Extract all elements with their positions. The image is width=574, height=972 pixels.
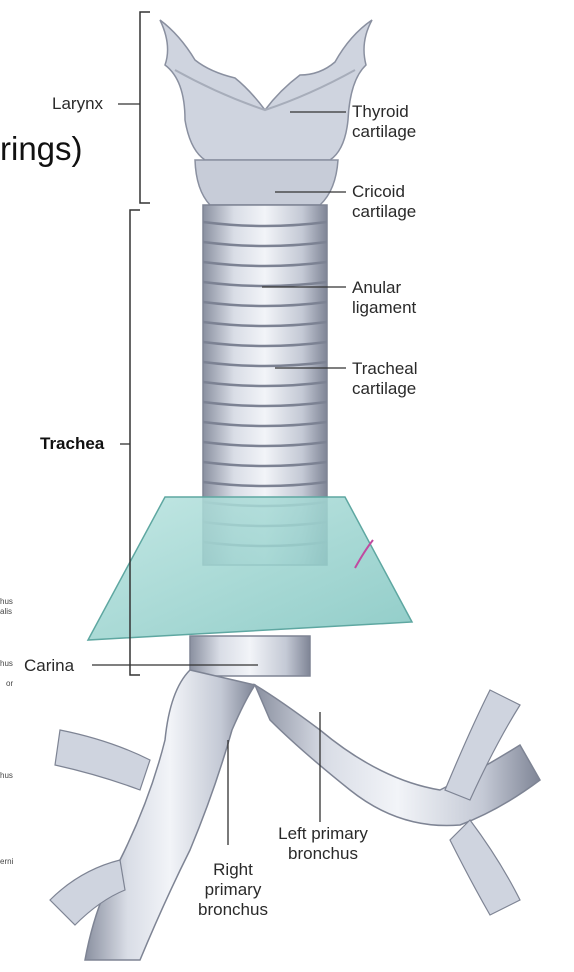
cross-section-plane: [88, 497, 412, 640]
edge-fragment: or: [6, 680, 13, 688]
label-trachea: Trachea: [40, 434, 104, 454]
edge-fragment: erni: [0, 858, 13, 866]
thyroid-cartilage-shape: [160, 20, 372, 160]
edge-fragment: hus: [0, 660, 13, 668]
edge-fragment: alis: [0, 608, 12, 616]
label-carina: Carina: [24, 656, 74, 676]
larynx-bracket: [140, 12, 150, 203]
cricoid-cartilage-shape: [195, 160, 338, 205]
caption-fragment: rings): [0, 130, 83, 168]
edge-fragment: hus: [0, 598, 13, 606]
label-larynx: Larynx: [52, 94, 103, 114]
edge-fragment: hus: [0, 772, 13, 780]
